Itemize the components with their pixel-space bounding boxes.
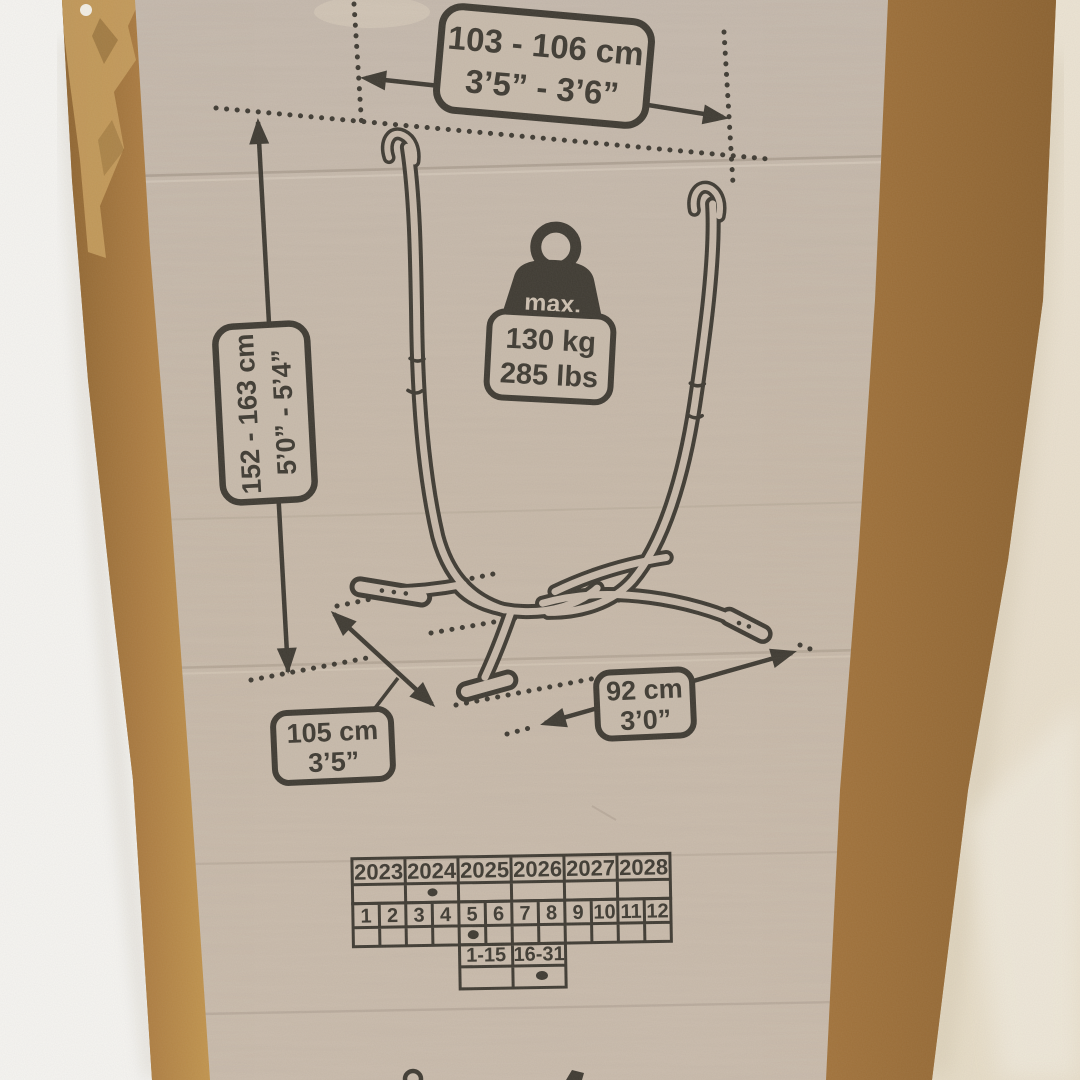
box-photo: 152 - 163 cm 5’0” - 5’4” 103 - 106 cm 3’… <box>0 0 1080 1080</box>
scene: 152 - 163 cm 5’0” - 5’4” 103 - 106 cm 3’… <box>0 0 1080 1080</box>
photo-grain-light <box>0 0 1080 1080</box>
